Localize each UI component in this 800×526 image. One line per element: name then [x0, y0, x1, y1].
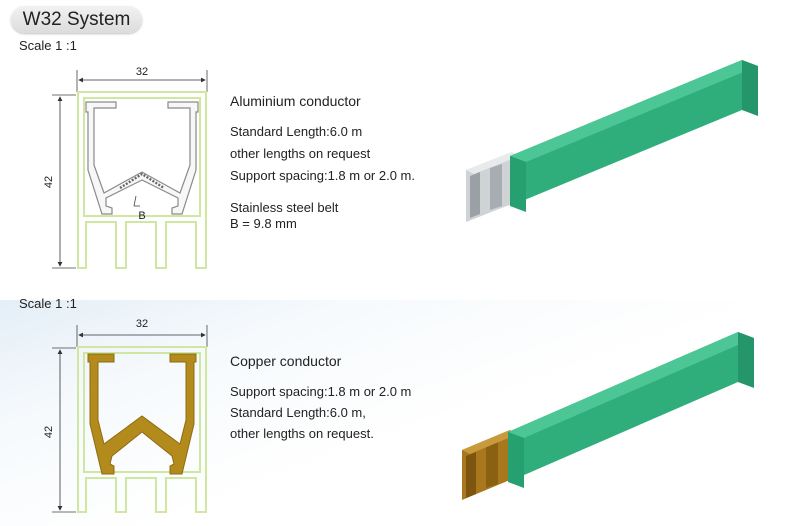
belt-callout-b: B — [138, 210, 145, 222]
copper-dimension-height: 42 — [43, 347, 76, 513]
belt-title: Stainless steel belt — [230, 200, 339, 215]
aluminium-housing-outline — [77, 91, 207, 269]
copper-spec-length: Standard Length:6.0 m, — [230, 405, 366, 420]
belt-value: B = 9.8 mm — [230, 216, 297, 231]
aluminium-rail-render — [466, 60, 758, 222]
copper-spec-other: other lengths on request. — [230, 426, 374, 441]
aluminium-heading: Aluminium conductor — [230, 93, 361, 109]
aluminium-conductor-profile: B — [85, 101, 199, 222]
copper-conductor-profile — [87, 353, 197, 475]
copper-housing-outline — [77, 346, 207, 513]
aluminium-spec-other: other lengths on request — [230, 146, 371, 161]
copper-spec-support: Support spacing:1.8 m or 2.0 m — [230, 384, 412, 399]
aluminium-spec-support: Support spacing:1.8 m or 2.0 m. — [230, 168, 415, 183]
aluminium-width-label: 32 — [136, 66, 148, 78]
copper-rail-render — [462, 332, 754, 500]
scale-label-copper: Scale 1 :1 — [19, 296, 77, 311]
aluminium-height-label: 42 — [43, 176, 55, 188]
aluminium-dimension-width: 32 — [76, 66, 208, 92]
copper-spec-list: Support spacing:1.8 m or 2.0 m Standard … — [230, 382, 411, 443]
aluminium-spec-block: Aluminium conductor — [230, 92, 361, 111]
page-title: W32 System — [11, 6, 142, 33]
aluminium-spec-list: Standard Length:6.0 m other lengths on r… — [230, 122, 415, 185]
aluminium-spec-length: Standard Length:6.0 m — [230, 124, 363, 139]
scale-label-aluminium: Scale 1 :1 — [19, 38, 77, 53]
copper-width-label: 32 — [136, 318, 148, 330]
copper-height-label: 42 — [43, 426, 55, 438]
belt-spec-block: Stainless steel belt B = 9.8 mm — [230, 200, 338, 232]
copper-dimension-width: 32 — [76, 318, 208, 347]
copper-heading: Copper conductor — [230, 353, 342, 369]
aluminium-dimension-height: 42 — [43, 94, 76, 269]
copper-spec-block: Copper conductor — [230, 352, 341, 371]
